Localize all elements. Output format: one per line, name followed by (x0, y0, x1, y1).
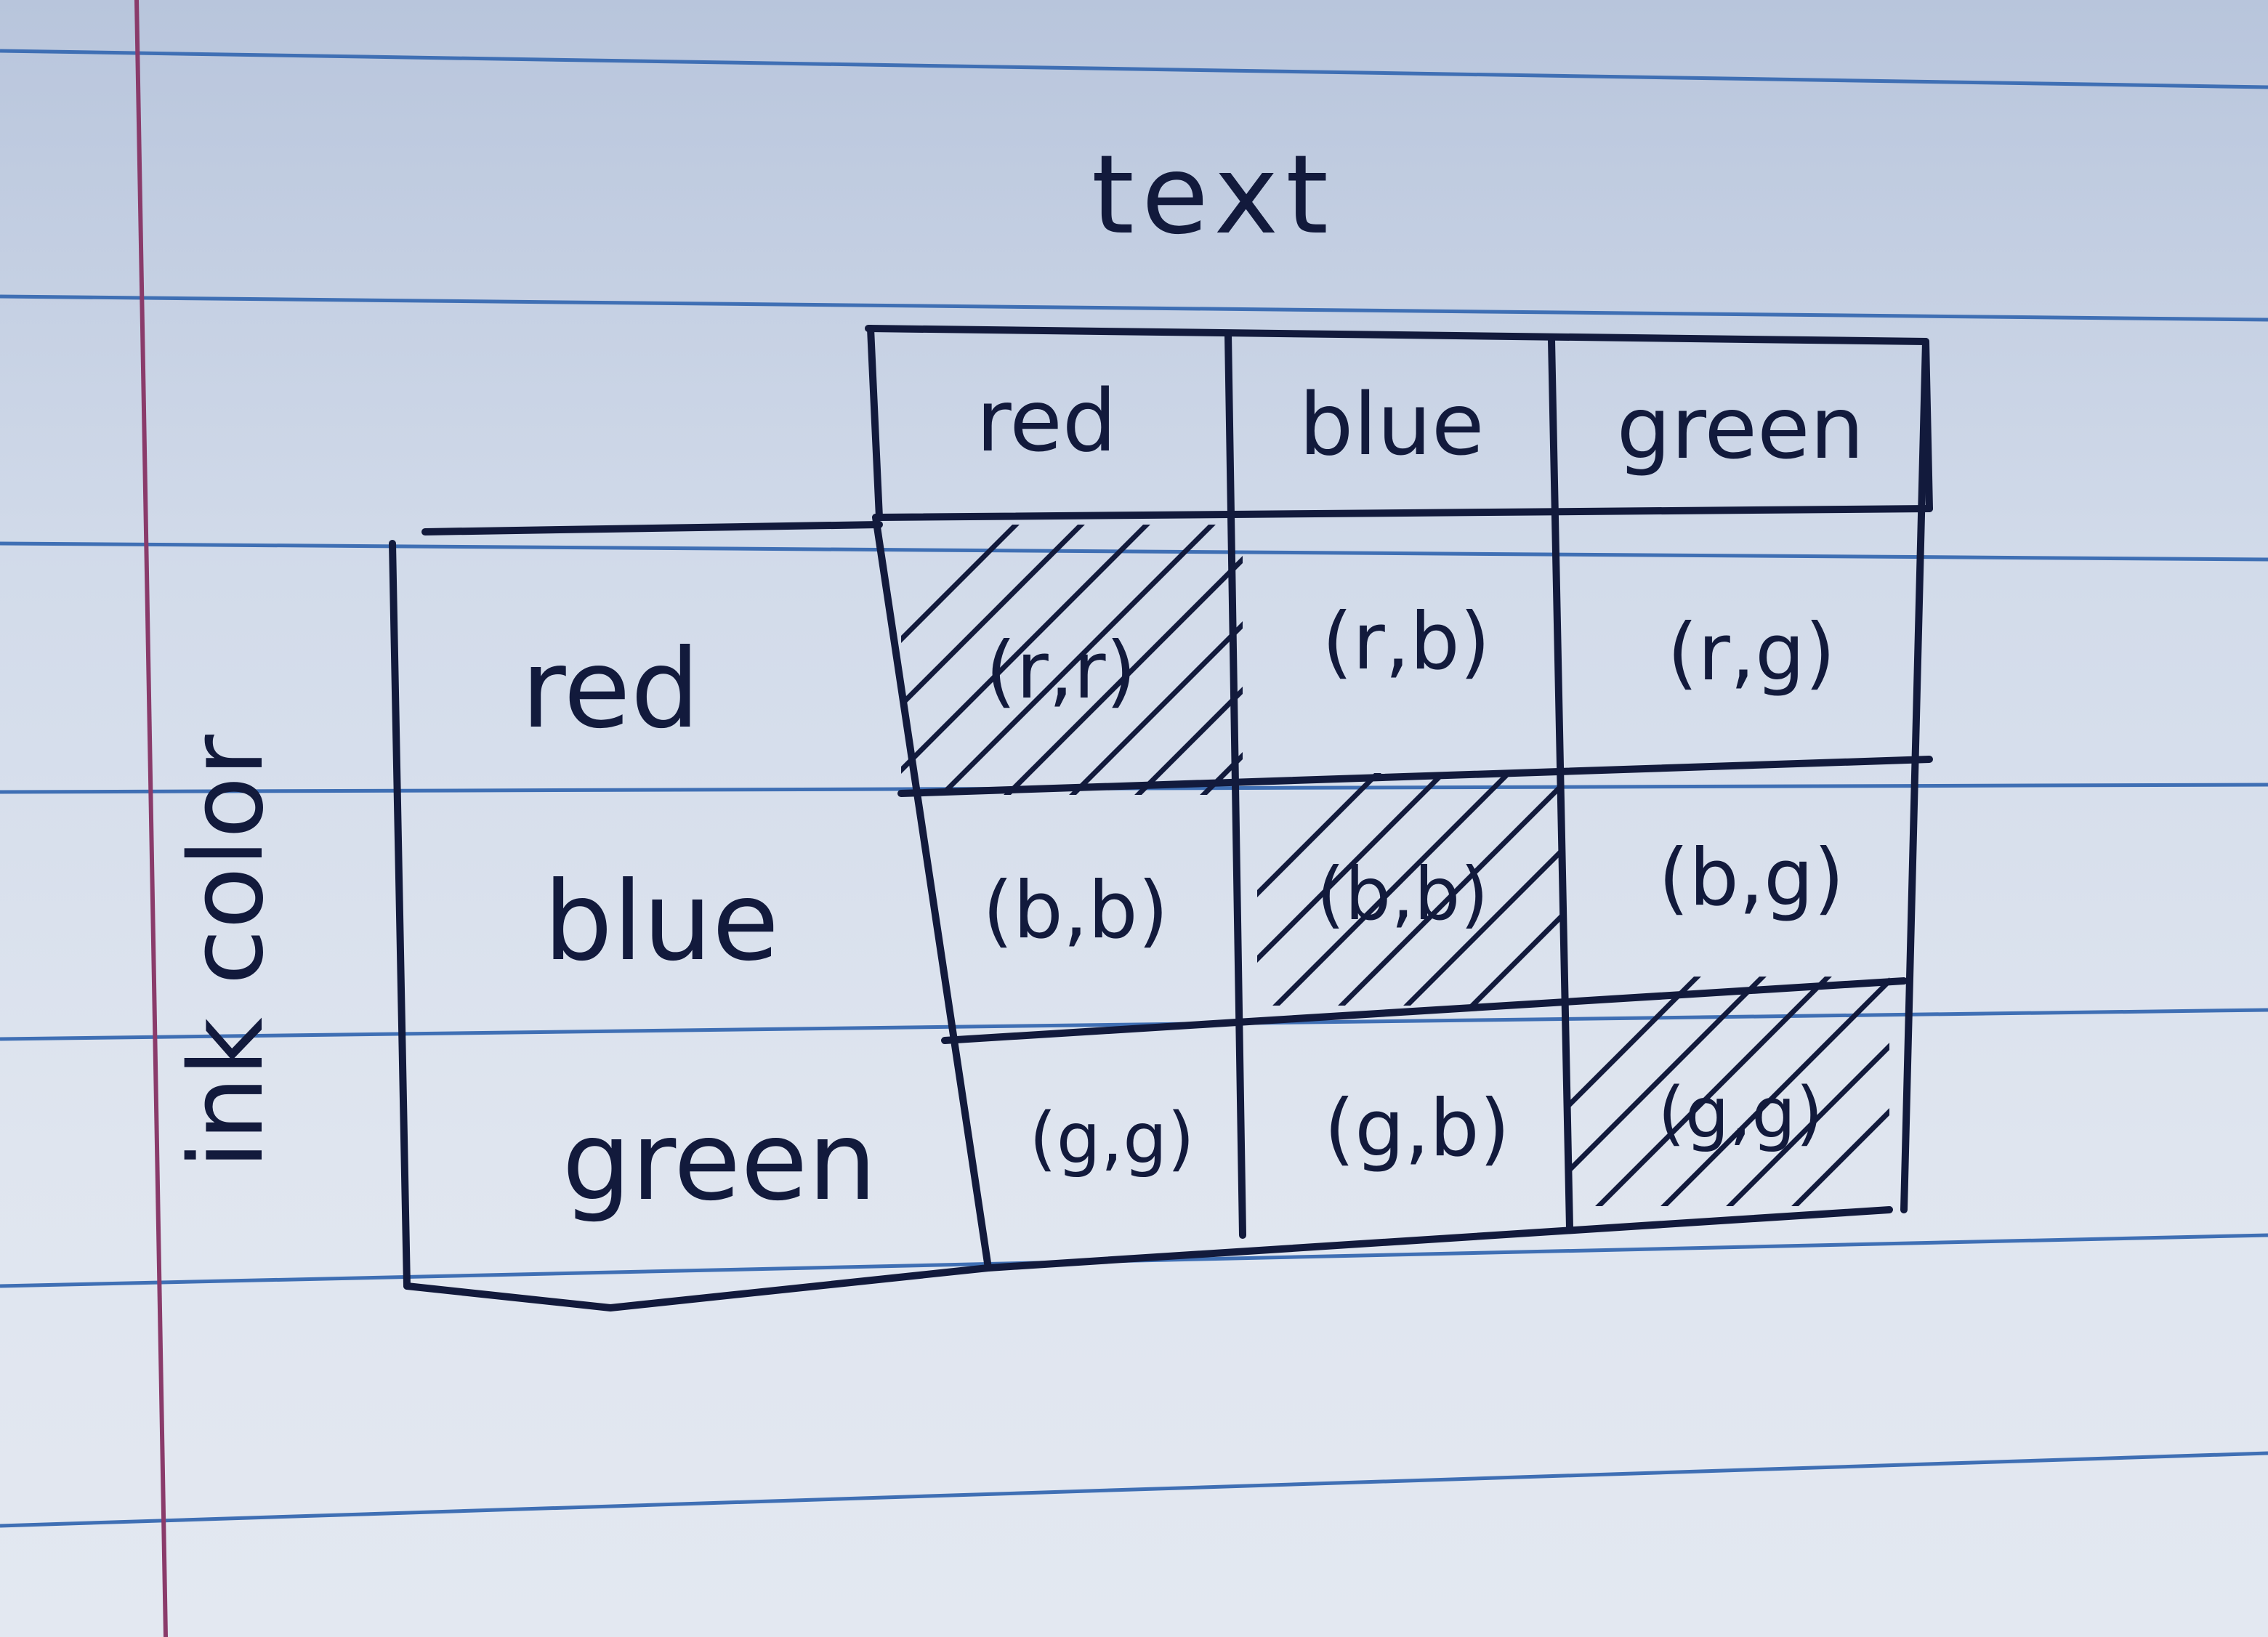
column-header-green: green (1617, 378, 1865, 478)
matrix-grid (389, 325, 1933, 1311)
cell-b-g: (b,g) (1658, 833, 1844, 923)
cell-g-b: (g,b) (1324, 1083, 1510, 1174)
cell-b-r: (b,b) (982, 865, 1169, 956)
row-header-red: red (521, 626, 700, 753)
cell-r-b: (r,b) (1322, 597, 1490, 687)
row-header-green: green (562, 1099, 876, 1225)
column-axis-label: text (1091, 132, 1336, 259)
margin-line (134, 0, 168, 1637)
column-header-blue: blue (1299, 374, 1484, 474)
shading-hatch-g-g (1570, 977, 1889, 1206)
cell-r-g: (r,g) (1667, 607, 1836, 698)
cell-g-g: (g,g) (1658, 1072, 1823, 1154)
cell-g-r: (g,g) (1029, 1098, 1194, 1179)
cell-b-b: (b,b) (1317, 852, 1489, 937)
column-header-red: red (976, 371, 1116, 471)
cell-r-r: (r,r) (985, 626, 1136, 716)
shading-hatch-b-b (1257, 773, 1562, 1006)
shading-hatch-r-r (901, 525, 1243, 795)
row-axis-label: ink color (168, 735, 286, 1169)
row-header-blue: blue (544, 859, 779, 985)
